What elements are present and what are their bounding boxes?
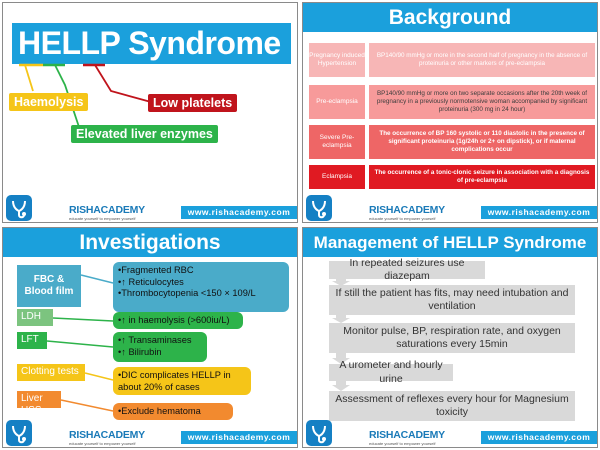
slide-management: Management of HELLP Syndrome In repeated…: [302, 227, 598, 448]
down-arrow-icon: [332, 381, 350, 391]
down-arrow-icon: [332, 353, 350, 364]
investigation-label: Liver USS: [17, 391, 61, 416]
management-step: Assessment of reflexes every hour for Ma…: [329, 391, 575, 421]
connector-ldh: [52, 317, 114, 322]
connector-clotting: [84, 372, 114, 381]
slide-title: Background: [303, 3, 597, 32]
low-platelets-tag: Low platelets: [148, 94, 238, 112]
slide-hellp-title: HELLP Syndrome Haemolysis Low platelets …: [2, 2, 298, 223]
investigation-label: LFT: [17, 332, 47, 349]
connector-fbc: [80, 274, 114, 284]
definition-row: Pregnancy induced Hypertension BP140/90 …: [309, 43, 595, 77]
investigation-findings: •Fragmented RBC •↑ Reticulocytes •Thromb…: [113, 262, 289, 312]
website-link[interactable]: www.rishacademy.com: [481, 206, 597, 219]
investigation-findings: •Exclude hematoma: [113, 403, 233, 420]
brand-name: RISHACADEMY: [369, 204, 445, 216]
management-step: Monitor pulse, BP, respiration rate, and…: [329, 323, 575, 353]
definition-text: BP140/90 mmHg or more on two separate oc…: [369, 85, 595, 119]
slide-footer: RISHACADEMY educate yourself to empower …: [303, 420, 597, 447]
definition-text: The occurrence of BP 160 systolic or 110…: [369, 125, 595, 159]
down-arrow-icon: [332, 315, 350, 323]
management-step: In repeated seizures use diazepam: [329, 257, 485, 282]
connector-platelets: [94, 64, 152, 103]
investigation-findings: •↑ in haemolysis (>600iu/L): [113, 312, 243, 329]
definition-row: Severe Pre-eclampsia The occurrence of B…: [309, 125, 595, 159]
connector-haemolysis: [24, 64, 34, 92]
connector-uss: [60, 399, 114, 412]
connector-lines: [46, 274, 114, 412]
definition-row: Pre-eclampsia BP140/90 mmHg or more on t…: [309, 85, 595, 119]
slide-footer: RISHACADEMY educate yourself to empower …: [3, 420, 297, 447]
down-arrow-icon: [332, 279, 350, 286]
stethoscope-icon: [6, 195, 32, 221]
stethoscope-icon: [6, 420, 32, 446]
connector-lines: [19, 63, 152, 128]
definition-text: BP140/90 mmHg or more in the second half…: [369, 43, 595, 77]
stethoscope-icon: [306, 195, 332, 221]
brand-name: RISHACADEMY: [369, 429, 445, 441]
brand-tagline: educate yourself to empower yourself: [69, 441, 136, 446]
definition-row: Eclampsia The occurrence of a tonic-clon…: [309, 165, 595, 189]
flow-arrows: [332, 279, 350, 391]
brand-tagline: educate yourself to empower yourself: [369, 216, 436, 221]
definition-label: Pregnancy induced Hypertension: [309, 43, 365, 77]
definition-label: Pre-eclampsia: [309, 85, 365, 119]
brand-tagline: educate yourself to empower yourself: [369, 441, 436, 446]
slide-title: Investigations: [3, 228, 297, 257]
connector-lft: [46, 340, 114, 348]
website-link[interactable]: www.rishacademy.com: [481, 431, 597, 444]
brand-name: RISHACADEMY: [69, 204, 145, 216]
slide-investigations: Investigations FBC & Blood film •Fragmen…: [2, 227, 298, 448]
investigation-label: FBC & Blood film: [17, 265, 81, 307]
slide-title: Management of HELLP Syndrome: [303, 228, 597, 257]
stethoscope-icon: [306, 420, 332, 446]
definition-text: The occurrence of a tonic-clonic seizure…: [369, 165, 595, 189]
investigation-label: Clotting tests: [17, 364, 85, 381]
slide-background: Background Pregnancy induced Hypertensio…: [302, 2, 598, 223]
website-link[interactable]: www.rishacademy.com: [181, 431, 297, 444]
investigation-findings: •↑ Transaminases •↑ Bilirubin: [113, 332, 207, 362]
haemolysis-tag: Haemolysis: [9, 93, 89, 111]
liver-enzymes-tag: Elevated liver enzymes: [71, 125, 218, 143]
brand-name: RISHACADEMY: [69, 429, 145, 441]
management-step: A urometer and hourly urine: [329, 359, 453, 385]
connector-liver: [54, 64, 80, 128]
brand-tagline: educate yourself to empower yourself: [69, 216, 136, 221]
investigation-findings: •DIC complicates HELLP in about 20% of c…: [113, 367, 251, 395]
definition-label: Severe Pre-eclampsia: [309, 125, 365, 159]
slide-title: HELLP Syndrome: [12, 23, 291, 64]
investigation-label: LDH: [17, 309, 53, 326]
definition-label: Eclampsia: [309, 165, 365, 189]
slide-footer: RISHACADEMY educate yourself to empower …: [303, 195, 597, 222]
management-step: If still the patient has fits, may need …: [329, 285, 575, 315]
website-link[interactable]: www.rishacademy.com: [181, 206, 297, 219]
slide-footer: RISHACADEMY educate yourself to empower …: [3, 195, 297, 222]
